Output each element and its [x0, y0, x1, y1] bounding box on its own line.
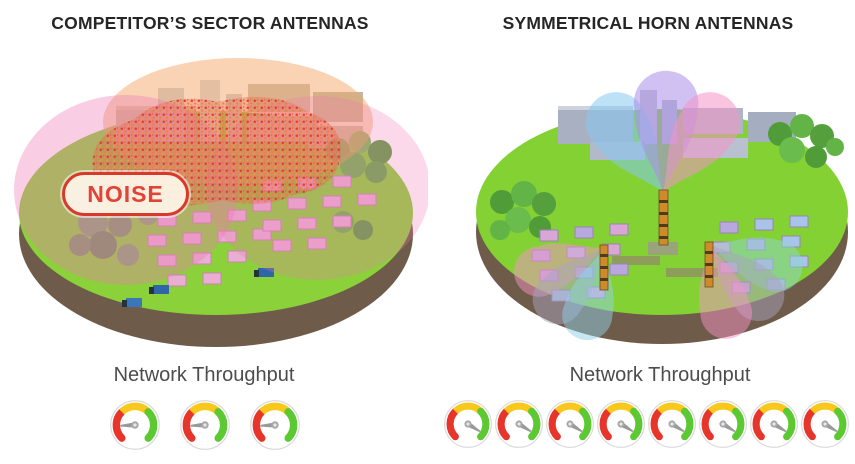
throughput-gauge-icon [698, 399, 748, 449]
right-gauge-row [443, 399, 850, 449]
gauge-svg [444, 400, 492, 448]
gauge-svg [648, 400, 696, 448]
throughput-gauge-icon [109, 399, 161, 451]
noise-badge-label: NOISE [87, 180, 164, 207]
gauge-svg [110, 400, 160, 450]
road-strips [612, 242, 718, 277]
gauge-svg [750, 400, 798, 448]
gauge-svg [546, 400, 594, 448]
throughput-gauge-icon [749, 399, 799, 449]
antenna-towers [599, 189, 714, 291]
truck-icons [122, 268, 274, 307]
throughput-gauge-icon [545, 399, 595, 449]
throughput-gauge-icon [596, 399, 646, 449]
left-island-illustration [14, 58, 428, 347]
throughput-gauge-icon [800, 399, 850, 449]
noise-badge: NOISE [62, 172, 189, 216]
throughput-gauge-icon [249, 399, 301, 451]
gauge-svg [597, 400, 645, 448]
right-island-illustration [476, 69, 848, 346]
antenna-tower-icon [704, 241, 714, 288]
right-panel-title: SYMMETRICAL HORN ANTENNAS [502, 13, 794, 33]
throughput-gauge-icon [647, 399, 697, 449]
gauge-svg [250, 400, 300, 450]
throughput-gauge-icon [443, 399, 493, 449]
left-gauge-row [109, 399, 301, 451]
houses-cluster-left [147, 209, 272, 287]
antenna-tower-icon [658, 189, 669, 246]
gauge-svg [180, 400, 230, 450]
gauge-svg [495, 400, 543, 448]
left-throughput-label: Network Throughput [113, 364, 295, 386]
trees-cluster-right [768, 114, 844, 168]
antenna-tower-icon [599, 244, 609, 291]
gauge-svg [801, 400, 849, 448]
gauge-svg [699, 400, 747, 448]
throughput-gauge-icon [179, 399, 231, 451]
trees-cluster-left [490, 181, 556, 240]
throughput-gauge-icon [494, 399, 544, 449]
left-panel-title: COMPETITOR’S SECTOR ANTENNAS [51, 13, 369, 33]
right-throughput-label: Network Throughput [569, 364, 751, 386]
